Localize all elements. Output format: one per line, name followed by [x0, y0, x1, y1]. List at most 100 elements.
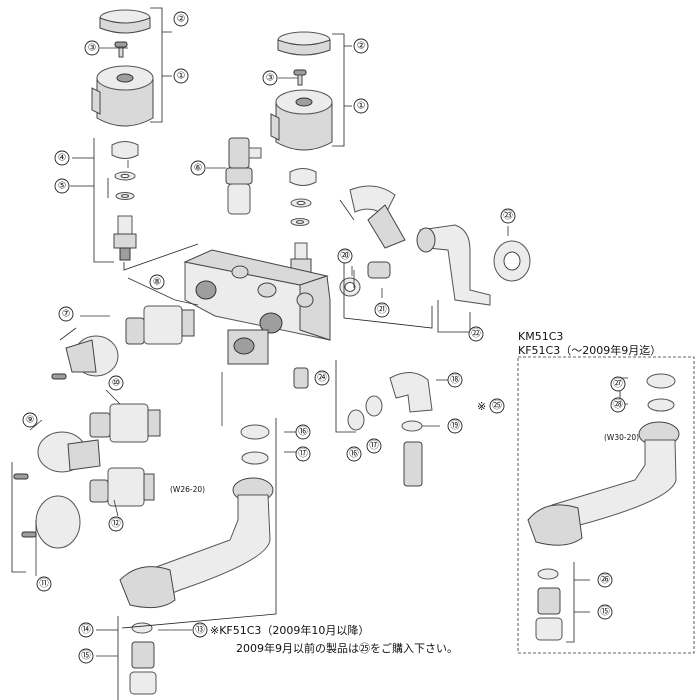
lower-spout — [119, 477, 274, 609]
packing-cap-right — [289, 168, 317, 186]
cartridge-12 — [89, 467, 155, 507]
mixer-body — [183, 249, 331, 365]
callout-11: ⑪ — [36, 576, 52, 592]
svg-text:⑥: ⑥ — [194, 163, 203, 174]
cartridge-8 — [125, 305, 195, 345]
callout-21: ㉑ — [374, 302, 390, 318]
handle-7 — [51, 335, 119, 380]
callout-13: ⑬ — [192, 622, 208, 638]
svg-text:⑨: ⑨ — [26, 415, 35, 426]
callout-4: ④ — [54, 150, 70, 166]
svg-text:㉕: ㉕ — [492, 401, 502, 412]
washer-left-2 — [115, 192, 135, 200]
svg-text:⑧: ⑧ — [153, 277, 162, 288]
callout-8: ⑧ — [149, 274, 165, 290]
svg-text:⑯: ⑯ — [298, 427, 308, 438]
handle-body-top-right — [270, 89, 333, 151]
svg-text:㉑: ㉑ — [377, 305, 387, 316]
callout-25: ㉕ — [489, 398, 505, 414]
callout-18: ⑱ — [447, 372, 463, 388]
svg-text:②: ② — [357, 41, 366, 52]
svg-text:⑪: ⑪ — [39, 579, 49, 590]
screw-top-left — [114, 41, 128, 58]
svg-text:㉒: ㉒ — [471, 329, 481, 340]
alternate-spout-25 — [527, 421, 680, 546]
callout-24: ㉔ — [314, 370, 330, 386]
ring-17a — [365, 395, 383, 417]
handle-9 — [13, 431, 101, 480]
callout-22: ㉒ — [468, 326, 484, 342]
svg-text:⑳: ⑳ — [340, 251, 350, 262]
svg-text:③: ③ — [266, 73, 275, 84]
callout-10: ⑩ — [108, 375, 124, 391]
callout-5: ⑤ — [54, 178, 70, 194]
ring-16b — [240, 424, 270, 440]
ring-27 — [646, 373, 676, 389]
valve-21 — [367, 261, 391, 279]
svg-text:⑦: ⑦ — [62, 309, 71, 320]
washer-19 — [401, 420, 423, 432]
svg-text:㉖: ㉖ — [600, 575, 610, 586]
handle-11 — [21, 495, 81, 549]
ring-16a — [347, 409, 365, 431]
callout-3b: ③ — [262, 70, 278, 86]
callout-16b: ⑯ — [295, 424, 311, 440]
callout-19: ⑲ — [447, 418, 463, 434]
callout-17b: ⑰ — [295, 446, 311, 462]
callout-15-alt: ⑮ — [597, 604, 613, 620]
model-label-kf51c3: KF51C3（～2009年9月迄） — [518, 343, 661, 357]
svg-text:⑬: ⑬ — [195, 625, 205, 636]
ring-17b — [241, 451, 269, 465]
callout-14: ⑭ — [78, 622, 94, 638]
svg-text:⑰: ⑰ — [369, 441, 379, 452]
callout-1b: ① — [353, 98, 369, 114]
callout-16a: ⑯ — [346, 446, 362, 462]
svg-text:⑱: ⑱ — [450, 375, 460, 386]
leader-lines — [11, 7, 628, 700]
callout-23: ㉓ — [500, 208, 516, 224]
callout-20: ⑳ — [337, 248, 353, 264]
model-label-km51c3: KM51C3 — [518, 330, 563, 343]
svg-text:⑭: ⑭ — [81, 625, 91, 636]
alternate-spout-box — [517, 356, 695, 654]
ring-28 — [647, 398, 675, 412]
svg-text:⑮: ⑮ — [81, 651, 91, 662]
handle-body-top-left — [91, 65, 154, 127]
callout-6: ⑥ — [190, 160, 206, 176]
callout-17a: ⑰ — [366, 438, 382, 454]
svg-text:⑤: ⑤ — [58, 181, 67, 192]
elbow-18 — [389, 372, 433, 413]
check-valve — [225, 137, 262, 215]
svg-text:①: ① — [357, 101, 366, 112]
strainer-15 — [129, 622, 157, 695]
washer-right-2 — [290, 218, 310, 226]
size-label-w30: (W30-20) — [604, 433, 639, 442]
callout-12: ⑫ — [108, 516, 124, 532]
size-label-w26: (W26-20) — [170, 485, 205, 494]
svg-text:㉓: ㉓ — [503, 211, 513, 222]
callout-28: ㉘ — [610, 397, 626, 413]
callout-3a: ③ — [84, 40, 100, 56]
callout-1a: ① — [173, 68, 189, 84]
packing-20 — [339, 277, 361, 297]
cartridge-10 — [89, 403, 161, 443]
callout-26: ㉖ — [597, 572, 613, 588]
note-purchase: 2009年9月以前の製品は㉕をご購入下さい。 — [236, 641, 458, 655]
callout-2a: ② — [173, 11, 189, 27]
screw-top-right — [293, 69, 307, 86]
callout-27: ㉗ — [610, 376, 626, 392]
upper-spout — [349, 185, 491, 306]
svg-text:㉗: ㉗ — [613, 379, 623, 390]
handle-cap-top-left — [99, 9, 151, 34]
spindle-left — [113, 215, 137, 261]
svg-text:㉔: ㉔ — [317, 373, 327, 384]
washer-right-1 — [290, 198, 312, 208]
svg-text:①: ① — [177, 71, 186, 82]
svg-text:③: ③ — [88, 43, 97, 54]
note-kf51c3: ※KF51C3（2009年10月以降） — [210, 623, 369, 637]
svg-text:⑫: ⑫ — [111, 519, 121, 530]
svg-text:㉘: ㉘ — [613, 400, 623, 411]
svg-text:②: ② — [177, 14, 186, 25]
washer-left-1 — [114, 171, 136, 181]
plug-24 — [293, 367, 309, 389]
